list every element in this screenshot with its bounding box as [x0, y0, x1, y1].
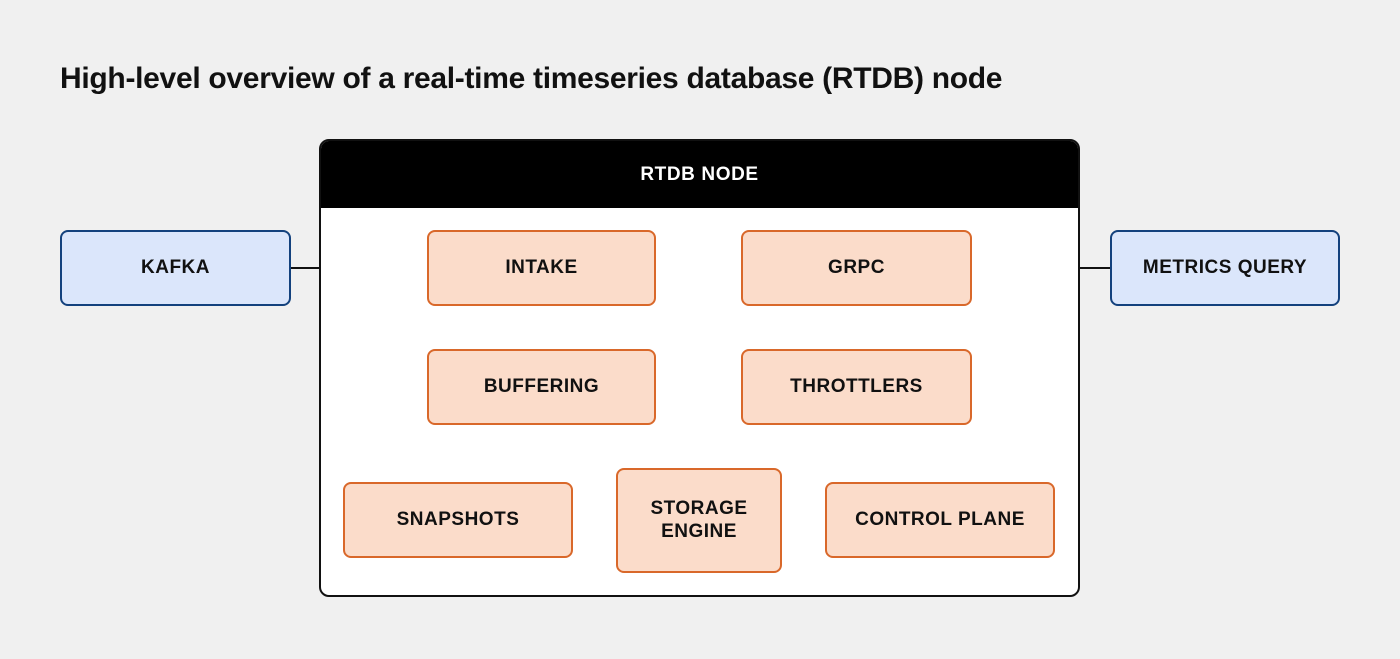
node-intake-label: INTAKE — [505, 256, 578, 278]
node-intake[interactable]: INTAKE — [427, 230, 656, 306]
rtdb-node-header: RTDB NODE — [321, 141, 1078, 208]
node-kafka-label: KAFKA — [141, 256, 210, 278]
node-metrics-query-label: METRICS QUERY — [1142, 256, 1308, 278]
node-throttlers-label: THROTTLERS — [790, 375, 923, 397]
node-control-plane-label: CONTROL PLANE — [855, 508, 1025, 530]
node-throttlers[interactable]: THROTTLERS — [741, 349, 972, 425]
node-grpc[interactable]: GRPC — [741, 230, 972, 306]
node-snapshots[interactable]: SNAPSHOTS — [343, 482, 573, 558]
node-kafka[interactable]: KAFKA — [60, 230, 291, 306]
page-title: High-level overview of a real-time times… — [60, 62, 1003, 95]
rtdb-node-header-label: RTDB NODE — [640, 163, 759, 185]
node-buffering[interactable]: BUFFERING — [427, 349, 656, 425]
node-snapshots-label: SNAPSHOTS — [396, 508, 520, 530]
node-metrics-query[interactable]: METRICS QUERY — [1110, 230, 1340, 306]
node-grpc-label: GRPC — [828, 256, 885, 278]
node-storage-engine-label: STORAGE ENGINE — [650, 498, 748, 542]
node-buffering-label: BUFFERING — [483, 375, 600, 397]
node-control-plane[interactable]: CONTROL PLANE — [825, 482, 1055, 558]
node-storage-engine[interactable]: STORAGE ENGINE — [616, 468, 782, 573]
